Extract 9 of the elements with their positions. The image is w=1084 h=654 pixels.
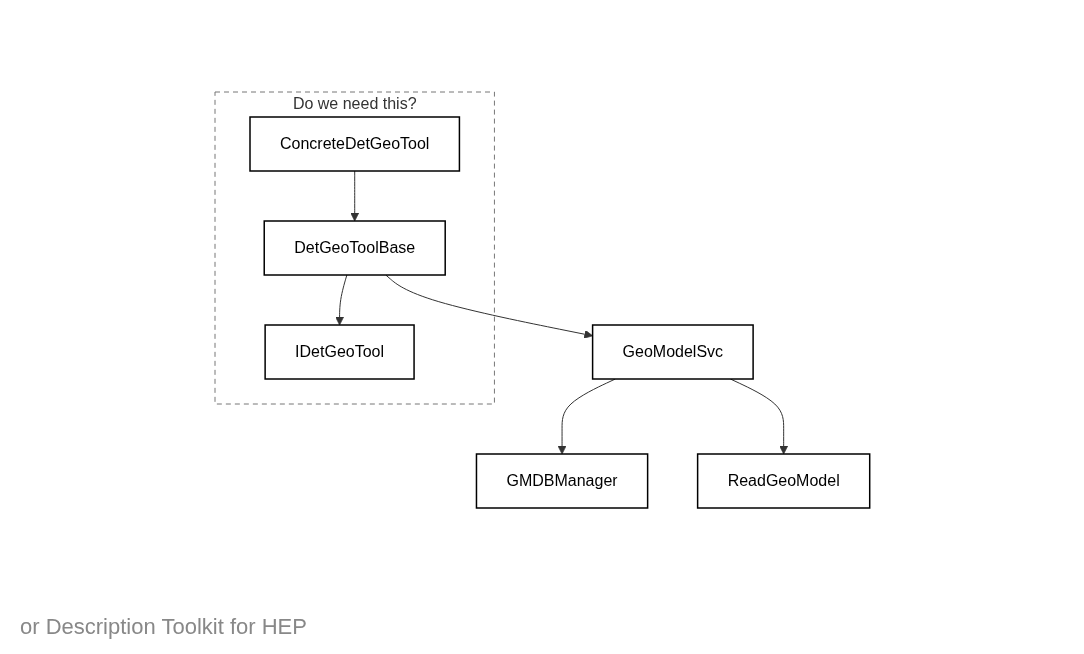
note-text: or Description Toolkit for HEP: [20, 614, 307, 640]
arrow: [349, 170, 359, 222]
node-box: IDetGeoTool: [264, 324, 415, 380]
node-box: ConcreteDetGeoTool: [248, 116, 460, 172]
node-box: GMDBManager: [475, 453, 648, 509]
node-box: GeoModelSvc: [591, 324, 754, 380]
node-box: DetGeoToolBase: [263, 220, 446, 276]
node-box: ReadGeoModel: [696, 453, 871, 509]
arrow: [334, 274, 347, 326]
